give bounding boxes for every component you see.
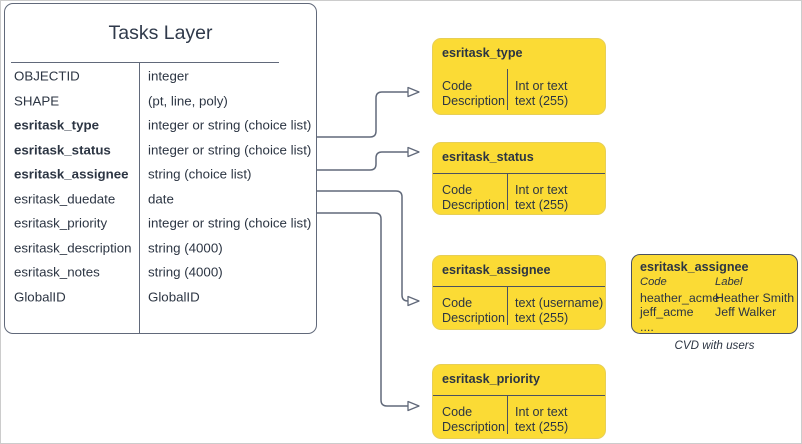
domain-title: esritask_status: [442, 150, 534, 164]
domain-type-description: text (255): [515, 94, 569, 108]
domain-box-esritask-type: esritask_type Code Description Int or te…: [432, 38, 606, 115]
domain-type-description: text (255): [515, 198, 569, 212]
field-name: esritask_status: [14, 142, 111, 158]
table-row: esritask_description string (4000): [5, 236, 316, 261]
field-name: OBJECTID: [14, 68, 80, 84]
cvd-label: Heather Smith: [715, 290, 795, 305]
domain-field-description: Description: [442, 94, 505, 108]
cvd-code: heather_acme: [640, 290, 720, 305]
domain-title: esritask_type: [442, 46, 523, 60]
domain-type-code: Int or text: [515, 79, 568, 93]
domain-field-code: Code: [442, 405, 473, 419]
domain-box-esritask-status: esritask_status Code Description Int or …: [432, 142, 606, 215]
domain-field-description: Description: [442, 311, 505, 325]
cvd-code: ....: [640, 319, 654, 334]
field-name: esritask_assignee: [14, 166, 129, 182]
domain-column-divider: [507, 395, 508, 434]
domain-box-esritask-assignee: esritask_assignee Code Description text …: [432, 255, 606, 330]
entity-table-tasks-layer: Tasks Layer OBJECTID integer SHAPE (pt, …: [4, 3, 317, 334]
field-type: integer or string (choice list): [148, 117, 312, 133]
field-type: string (4000): [148, 240, 223, 256]
domain-field-types: text (username) text (255): [515, 296, 603, 326]
entity-column-divider: [139, 63, 140, 333]
domain-type-description: text (255): [515, 311, 569, 325]
list-item: heather_acme Heather Smith: [640, 290, 795, 306]
field-type: integer or string (choice list): [148, 142, 312, 158]
table-row: esritask_status integer or string (choic…: [5, 138, 316, 163]
cvd-sample-box: esritask_assignee Code Label heather_acm…: [631, 254, 798, 334]
wire-priority: [317, 212, 420, 412]
domain-field-code: Code: [442, 183, 473, 197]
field-type: string (choice list): [148, 166, 252, 182]
cvd-label: Jeff Walker: [715, 305, 777, 319]
domain-field-types: Int or text text (255): [515, 405, 568, 435]
table-row: OBJECTID integer: [5, 64, 316, 89]
field-name: esritask_notes: [14, 264, 100, 280]
domain-field-description: Description: [442, 198, 505, 212]
field-type: (pt, line, poly): [148, 93, 228, 109]
list-item: jeff_acme Jeff Walker: [640, 305, 793, 320]
field-name: esritask_priority: [14, 215, 108, 231]
cvd-code: jeff_acme: [640, 305, 694, 319]
table-row: esritask_priority integer or string (cho…: [5, 211, 316, 236]
field-name: SHAPE: [14, 93, 60, 109]
cvd-value-list: Code Label heather_acme Heather Smith je…: [640, 276, 795, 335]
table-row: SHAPE (pt, line, poly): [5, 89, 316, 114]
field-name: esritask_type: [14, 117, 100, 133]
domain-field-names: Code Description: [442, 296, 505, 326]
entity-title: Tasks Layer: [108, 22, 213, 44]
domain-column-divider: [507, 69, 508, 110]
entity-field-list: OBJECTID integer SHAPE (pt, line, poly) …: [5, 64, 316, 309]
domain-type-code: Int or text: [515, 405, 568, 419]
table-row: esritask_notes string (4000): [5, 260, 316, 285]
field-type: date: [148, 191, 174, 207]
cvd-title: esritask_assignee: [640, 260, 749, 274]
domain-title-divider: [433, 286, 605, 287]
domain-field-code: Code: [442, 296, 473, 310]
cvd-header-label: Label: [715, 276, 743, 288]
entity-title-divider: [11, 62, 279, 63]
table-row: esritask_duedate date: [5, 187, 316, 212]
domain-field-types: Int or text text (255): [515, 79, 568, 109]
field-type: integer or string (choice list): [148, 215, 312, 231]
domain-field-names: Code Description: [442, 183, 505, 213]
domain-type-code: Int or text: [515, 183, 568, 197]
domain-title-divider: [433, 395, 605, 396]
domain-title-divider: [433, 173, 605, 174]
wire-assignee: [317, 190, 420, 307]
field-name: esritask_description: [14, 240, 132, 256]
list-item: ....: [640, 320, 793, 335]
domain-box-esritask-priority: esritask_priority Code Description Int o…: [432, 364, 606, 439]
table-row: esritask_assignee string (choice list): [5, 162, 316, 187]
domain-column-divider: [507, 286, 508, 325]
field-type: GlobalID: [148, 289, 200, 305]
domain-field-code: Code: [442, 79, 473, 93]
wire-status: [317, 146, 420, 171]
domain-field-description: Description: [442, 420, 505, 434]
field-type: integer: [148, 68, 189, 84]
domain-type-description: text (255): [515, 420, 569, 434]
domain-field-types: Int or text text (255): [515, 183, 568, 213]
domain-title: esritask_priority: [442, 372, 541, 386]
table-row: GlobalID GlobalID: [5, 285, 316, 310]
field-name: GlobalID: [14, 289, 66, 305]
cvd-caption: CVD with users: [674, 339, 755, 352]
field-name: esritask_duedate: [14, 191, 116, 207]
domain-column-divider: [507, 173, 508, 210]
table-row: esritask_type integer or string (choice …: [5, 113, 316, 138]
domain-field-names: Code Description: [442, 79, 505, 109]
wire-type: [317, 86, 420, 138]
domain-title: esritask_assignee: [442, 263, 551, 277]
field-type: string (4000): [148, 264, 223, 280]
domain-type-code: text (username): [515, 296, 604, 310]
cvd-header-row: Code Label: [640, 276, 793, 291]
domain-field-names: Code Description: [442, 405, 505, 435]
cvd-header-code: Code: [640, 276, 667, 288]
